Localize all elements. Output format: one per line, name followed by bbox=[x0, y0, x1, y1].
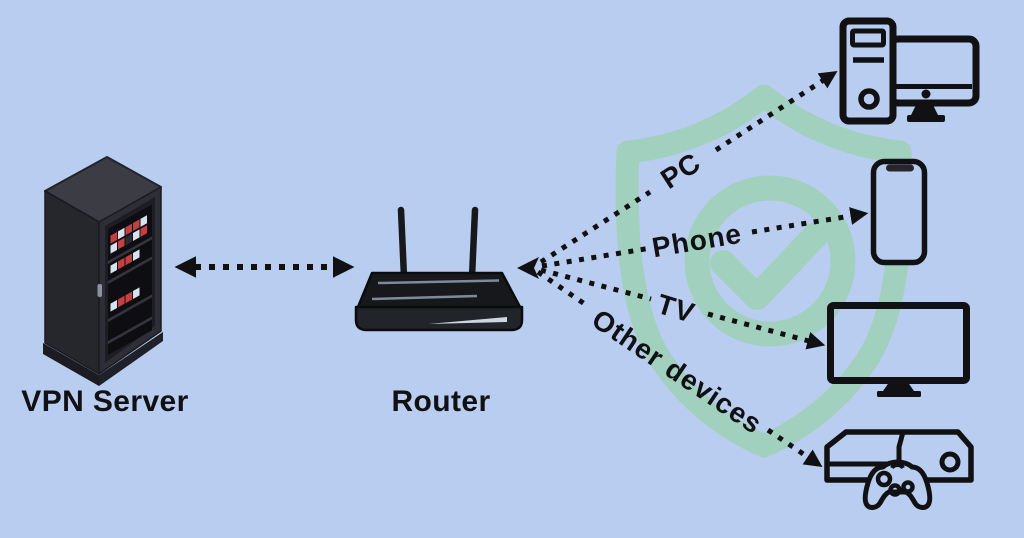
phone-notch bbox=[886, 164, 914, 172]
smartphone-icon bbox=[870, 158, 928, 266]
connection-router-pc bbox=[539, 71, 838, 265]
vpn-server-label: VPN Server bbox=[21, 385, 189, 418]
server-door-handle bbox=[97, 284, 102, 297]
server-rack-icon bbox=[43, 156, 163, 386]
router-label: Router bbox=[391, 385, 491, 418]
shield-inner-circle bbox=[684, 175, 856, 347]
router-antenna-right bbox=[468, 206, 479, 281]
connection-router-phone bbox=[541, 207, 869, 269]
arrowhead-to-router bbox=[517, 257, 539, 279]
tv-icon bbox=[827, 302, 970, 397]
connection-router-other-devices bbox=[536, 269, 823, 468]
desktop-computer-icon bbox=[839, 17, 980, 125]
game-console-icon bbox=[824, 429, 974, 510]
shield-check-icon bbox=[615, 84, 913, 458]
router-antenna-left bbox=[397, 206, 408, 281]
server-rack-leds bbox=[108, 204, 152, 355]
shield-outline bbox=[615, 84, 913, 458]
wifi-router-icon bbox=[354, 206, 524, 332]
check-mark bbox=[710, 222, 829, 310]
